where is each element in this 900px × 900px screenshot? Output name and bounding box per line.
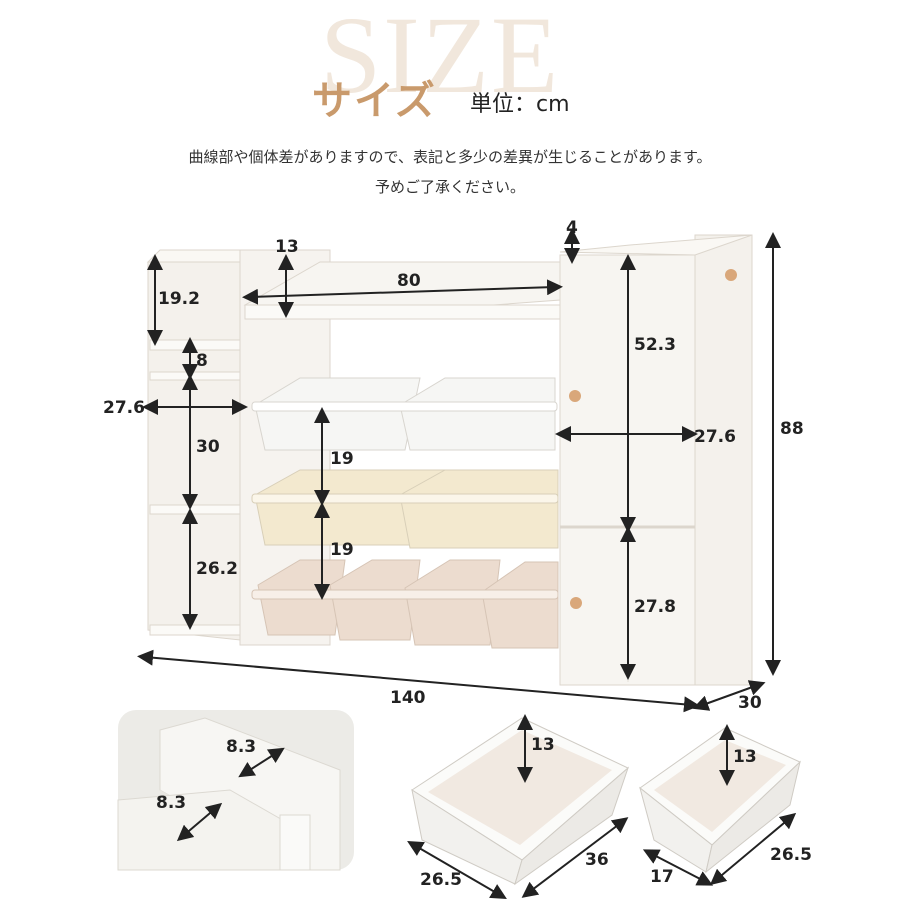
- bin-row3-rail: [251, 589, 559, 600]
- bin-row1-right: [399, 377, 556, 451]
- dimension-lines: [137, 228, 781, 713]
- dim-total-depth: 30: [738, 693, 762, 713]
- disclaimer-line-1: 曲線部や個体差がありますので、表記と多少の差異が生じることがあります。: [188, 148, 712, 166]
- dim-small-bin-width: 17: [650, 867, 674, 887]
- large-bin-inner: [428, 730, 612, 845]
- dimension-labels: 19.2 13 80 4 8 27.6 30 26.2 19 19 52.3 2…: [103, 218, 804, 713]
- left-shelf-board-4: [149, 624, 241, 636]
- left-shelf-board-2: [149, 371, 241, 381]
- dim-small-bin-height: 13: [733, 747, 757, 767]
- page-title: サイズ: [312, 78, 437, 124]
- small-bin: 13 17 26.5: [639, 724, 812, 887]
- left-shelf-side: [147, 261, 241, 641]
- small-bin-inner: [654, 740, 786, 832]
- knob-side: [725, 269, 737, 281]
- dim-top-width: 80: [397, 271, 421, 291]
- dim-shelf-height: 19.2: [158, 289, 200, 309]
- shelf-unit: [146, 234, 753, 686]
- right-cabinet-top: [559, 234, 753, 256]
- dim-panel-thickness: 4: [566, 218, 578, 238]
- dim-small-bin-length: 26.5: [770, 845, 812, 865]
- dim-left-lower: 26.2: [196, 559, 238, 579]
- dim-bin-gap-1: 19: [330, 449, 354, 469]
- dim-large-bin-length: 36: [585, 850, 609, 870]
- dim-cabinet-depth: 27.6: [694, 427, 736, 447]
- size-watermark: SIZE: [320, 0, 561, 116]
- dim-left-upper: 30: [196, 437, 220, 457]
- dim-divider-1: 8.3: [226, 737, 256, 757]
- dim-large-bin-width: 26.5: [420, 870, 462, 890]
- dim-large-bin-height: 13: [531, 735, 555, 755]
- dim-total-width: 140: [390, 688, 426, 708]
- unit-label: 単位：cm: [470, 92, 570, 117]
- bin-row1-rail: [251, 401, 558, 412]
- top-shelf-board: [244, 304, 561, 320]
- bin-row2-right: [399, 469, 559, 549]
- left-shelf-top: [146, 249, 252, 263]
- dim-cabinet-lower: 27.8: [634, 597, 676, 617]
- left-shelf-board-3: [149, 504, 241, 515]
- dim-bin-gap-2: 19: [330, 540, 354, 560]
- bin-row3-4: [481, 561, 559, 649]
- disclaimer-line-2: 予めご了承ください。: [374, 178, 525, 196]
- dim-total-height: 88: [780, 419, 804, 439]
- divider-detail: 8.3 8.3: [117, 710, 354, 871]
- dim-left-depth: 27.6: [103, 398, 145, 418]
- knob-lower-door: [570, 597, 582, 609]
- dim-cabinet-upper: 52.3: [634, 335, 676, 355]
- dim-divider-2: 8.3: [156, 793, 186, 813]
- right-cabinet-side: [694, 234, 753, 686]
- large-bin: 13 26.5 36: [407, 714, 630, 900]
- detail-edge: [279, 814, 311, 871]
- bin-row2-rail: [251, 493, 559, 504]
- left-shelf-board-1: [149, 339, 241, 351]
- dim-top-depth: 13: [275, 237, 299, 257]
- knob-upper-door: [569, 390, 581, 402]
- dim-side-gap: 8: [196, 351, 208, 371]
